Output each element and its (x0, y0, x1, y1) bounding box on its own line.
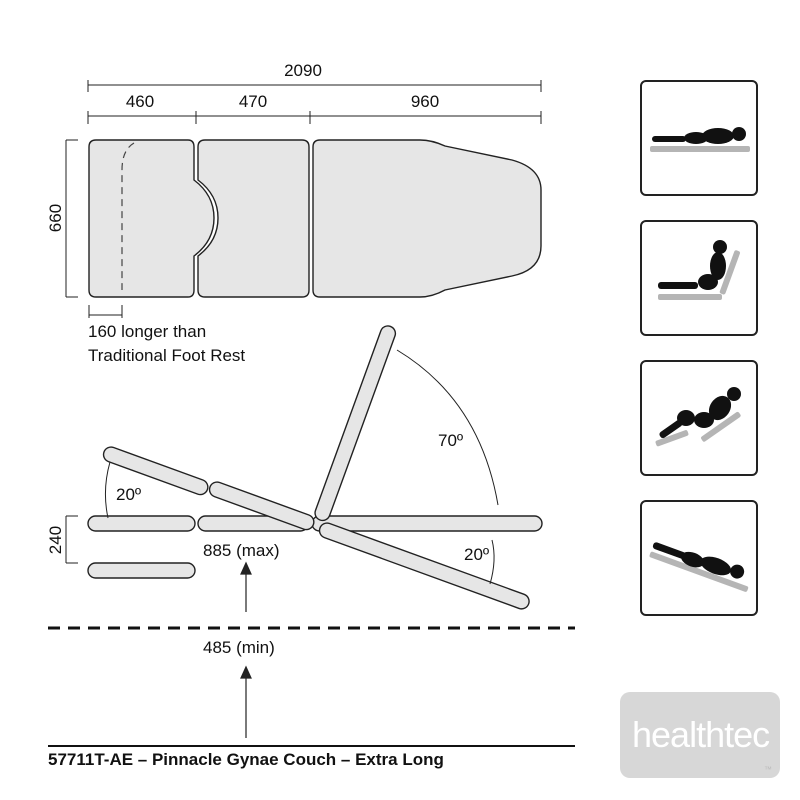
back-lower-angle-label: 20º (464, 545, 489, 564)
thickness-label: 240 (46, 526, 65, 554)
total-length-label: 2090 (284, 61, 322, 80)
back-cushion (312, 139, 542, 298)
width-label: 660 (46, 204, 65, 232)
head-cushion (88, 139, 215, 298)
extended-foot-rest-outline (121, 142, 135, 290)
position-panel-sitting (640, 220, 758, 336)
back-raise-angle-label: 70º (438, 431, 463, 450)
height-max-arrow (240, 561, 252, 612)
thickness-dimension (65, 515, 78, 564)
middle-section-label: 470 (239, 92, 267, 111)
head-down-tilt-icon (649, 542, 749, 592)
head-rest-lowered (87, 562, 196, 579)
middle-tilted (208, 481, 315, 531)
height-min-label: 485 (min) (203, 638, 275, 657)
angle-arcs (104, 349, 499, 585)
flat-lying-icon (650, 127, 750, 152)
brand-name: healthtec (632, 714, 770, 755)
foot-rest-note-line2: Traditional Foot Rest (88, 346, 246, 365)
product-title: 57711T-AE – Pinnacle Gynae Couch – Extra… (48, 750, 444, 769)
back-flat (311, 515, 543, 532)
head-rest-tilted (102, 446, 209, 496)
side-view (87, 325, 543, 610)
position-panel-gynae (640, 360, 758, 476)
foot-rest-dimension (88, 305, 123, 318)
length-dimension (87, 80, 542, 124)
foot-rest-note-line1: 160 longer than (88, 322, 207, 341)
foot-rest-note: 160 longer than Traditional Foot Rest (88, 320, 245, 368)
back-section-label: 960 (411, 92, 439, 111)
middle-cushion (197, 139, 310, 298)
head-tilt-angle-label: 20º (116, 485, 141, 504)
position-panel-tilt (640, 500, 758, 616)
back-lowered (318, 522, 530, 610)
head-rest-flat (87, 515, 196, 532)
width-dimension (65, 139, 78, 298)
brand-trademark: ™ (764, 765, 772, 774)
gynae-reclined-icon (655, 387, 741, 447)
back-raised (314, 325, 397, 522)
top-view (88, 139, 542, 298)
brand-logo: healthtec ™ (620, 692, 780, 778)
position-panel-flat (640, 80, 758, 196)
head-section-label: 460 (126, 92, 154, 111)
height-min-arrow (240, 665, 252, 738)
upright-sitting-icon (658, 240, 740, 300)
height-max-label: 885 (max) (203, 541, 280, 560)
